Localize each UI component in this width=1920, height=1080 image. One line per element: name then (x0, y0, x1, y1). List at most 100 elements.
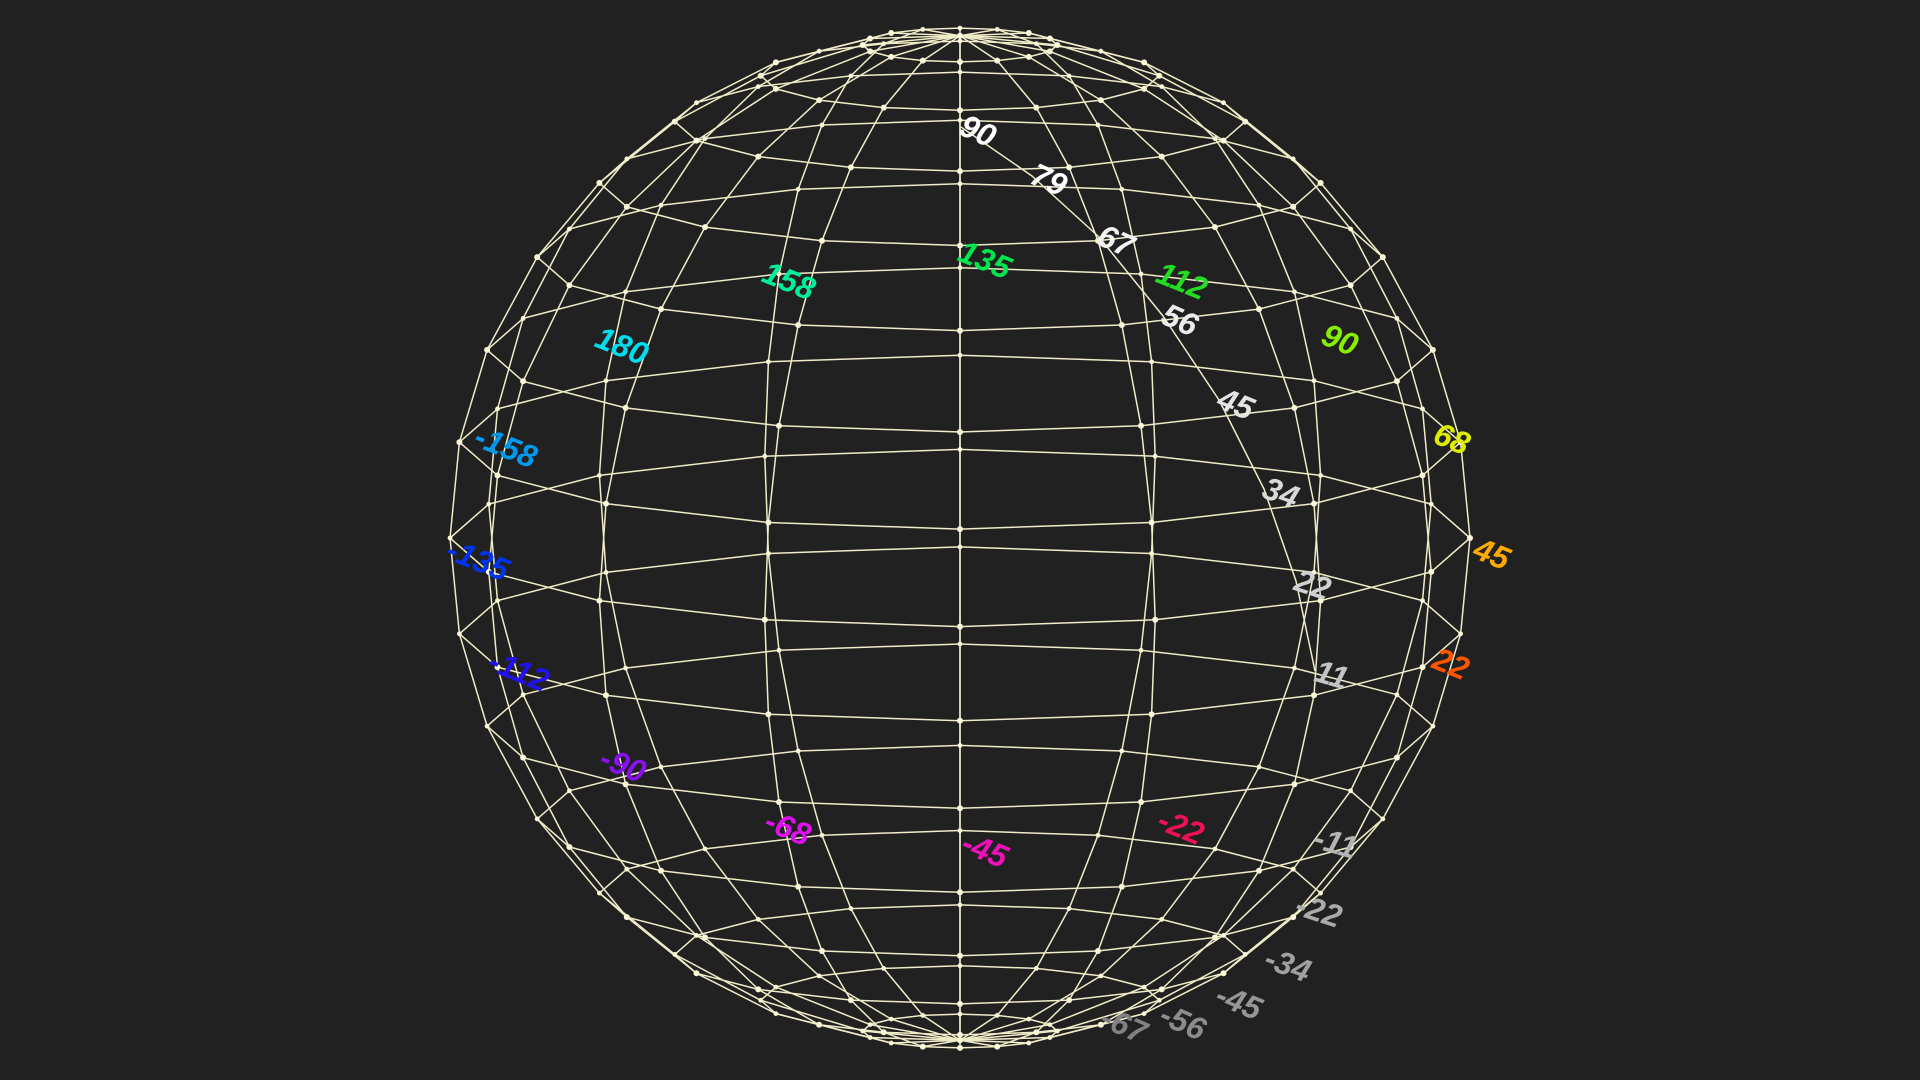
latitude-label: -22 (1291, 886, 1346, 935)
vertex-dot (624, 866, 630, 872)
vertex-dot (920, 27, 926, 32)
vertex-dot (694, 933, 699, 938)
longitude-label: 135 (953, 233, 1017, 287)
vertex-dot (1141, 59, 1148, 66)
vertex-dot (1291, 404, 1298, 411)
vertex-dot (1221, 100, 1226, 106)
vertex-dot (1458, 631, 1463, 637)
vertex-dot (816, 48, 822, 54)
vertex-dot (1047, 1022, 1053, 1027)
vertex-dot (773, 984, 779, 990)
vertex-dot (1066, 164, 1073, 171)
vertex-dot (888, 1016, 894, 1022)
vertex-dot (1046, 35, 1053, 42)
vertex-dot (957, 327, 963, 334)
vertex-dot (1025, 53, 1032, 60)
vertex-dot (1318, 890, 1323, 896)
meridian-line (598, 32, 961, 1042)
vertex-dot (1242, 952, 1248, 957)
vertex-dot (1095, 832, 1101, 838)
vertex-dot (1242, 118, 1249, 125)
vertex-dot (1098, 973, 1104, 979)
vertex-dot (795, 186, 801, 192)
meridian-line (598, 34, 961, 1044)
vertex-dot (447, 535, 453, 541)
vertex-dot (819, 948, 825, 954)
vertex-dot (957, 641, 963, 647)
pole-dot (957, 32, 963, 39)
vertex-dot (534, 254, 541, 261)
vertex-dot (957, 352, 963, 358)
vertex-dot (867, 1035, 873, 1040)
vertex-dot (693, 137, 700, 144)
longitude-label: -158 (470, 418, 543, 475)
vertex-dot (622, 781, 629, 788)
vertex-dot (758, 997, 764, 1003)
vertex-dot (1311, 378, 1317, 384)
label-guide-line (960, 126, 1316, 672)
vertex-dot (566, 282, 573, 289)
vertex-dot (1428, 501, 1434, 507)
vertex-dot (1118, 883, 1125, 890)
vertex-dot (957, 117, 963, 123)
vertex-dot (765, 711, 772, 718)
vertex-dot (957, 25, 963, 31)
vertex-dot (1256, 764, 1262, 770)
vertex-dot (1292, 289, 1297, 295)
vertex-dot (765, 519, 772, 526)
latitude-label: 45 (1212, 380, 1261, 428)
vertex-dot (1419, 664, 1426, 671)
longitude-label: 45 (1468, 530, 1517, 578)
vertex-dot (702, 136, 708, 142)
vertex-dot (1430, 723, 1436, 729)
vertex-dot (1394, 316, 1400, 321)
vertex-dot (957, 1000, 963, 1007)
vertex-dot (1290, 866, 1296, 872)
vertex-dot (1054, 42, 1061, 48)
vertex-dot (1095, 122, 1101, 128)
vertex-dot (1457, 439, 1464, 446)
vertex-dot (1221, 933, 1226, 938)
vertex-dot (888, 30, 895, 36)
vertex-dot (1348, 788, 1353, 794)
vertex-dot (457, 631, 462, 637)
vertex-dot (1212, 136, 1218, 142)
vertex-dot (693, 970, 700, 977)
vertex-dot (1119, 186, 1125, 192)
vertex-dot (957, 902, 963, 908)
vertex-dot (1033, 966, 1039, 971)
vertex-dot (957, 1031, 963, 1038)
vertex-dot (957, 717, 963, 724)
vertex-dot (596, 179, 603, 186)
vertex-dot (658, 867, 664, 874)
latitude-label: -67 (1096, 999, 1155, 1052)
vertex-dot (957, 168, 963, 175)
vertex-dot (880, 1029, 887, 1036)
vertex-dot (1148, 711, 1155, 718)
vertex-dot (957, 743, 963, 748)
vertex-dot (1054, 1028, 1060, 1034)
vertex-dot (881, 41, 887, 47)
vertex-dot (1149, 551, 1154, 556)
vertex-dot (1292, 665, 1297, 671)
vertex-dot (495, 598, 500, 603)
vertex-dot (867, 1022, 873, 1027)
vertex-dot (994, 27, 1000, 32)
vertex-dot (755, 986, 762, 993)
vertex-dot (658, 764, 664, 770)
vertex-dot (623, 914, 630, 921)
vertex-dot (658, 202, 664, 208)
vertex-dot (597, 890, 602, 896)
vertex-dot (1148, 519, 1155, 526)
vertex-dot (520, 316, 526, 321)
vertex-dot (494, 664, 501, 671)
longitude-label: -112 (484, 642, 555, 699)
vertex-dot (494, 472, 501, 479)
vertex-dot (920, 1013, 926, 1018)
vertex-dot (919, 1043, 926, 1050)
vertex-dot (957, 38, 963, 44)
longitude-label: 68 (1429, 415, 1476, 462)
vertex-dot (773, 1011, 779, 1016)
vertex-dot (957, 69, 963, 75)
vertex-dot (603, 692, 609, 699)
